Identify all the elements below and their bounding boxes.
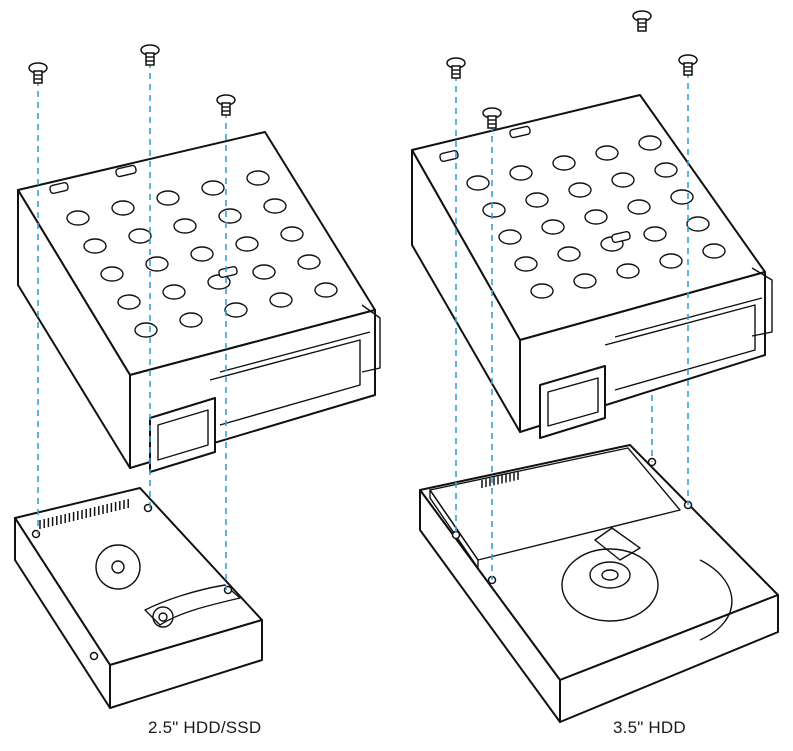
vent-hole: [654, 162, 678, 178]
connector-pins-left: [39, 499, 129, 529]
drive-tray-left: [17, 131, 381, 473]
drive-tray-right: [411, 94, 773, 439]
vent-hole: [162, 284, 186, 300]
drive-3-5-inch: [419, 444, 779, 723]
vent-hole: [252, 264, 276, 280]
vent-hole: [156, 190, 180, 206]
vent-hole: [173, 218, 197, 234]
vent-hole: [246, 170, 270, 186]
screw-icon: [678, 54, 698, 76]
vent-hole: [627, 199, 651, 215]
vent-hole: [557, 246, 581, 262]
vent-hole: [190, 246, 214, 262]
vent-hole: [66, 210, 90, 226]
vent-hole: [686, 216, 710, 232]
vent-hole: [541, 219, 565, 235]
vent-hole: [552, 155, 576, 171]
left-assembly: [14, 44, 381, 709]
caption-3-5-inch: 3.5" HDD: [613, 718, 686, 737]
vent-hole: [659, 253, 683, 269]
vent-hole: [616, 263, 640, 279]
vent-hole: [218, 208, 242, 224]
vent-hole: [128, 228, 152, 244]
vent-hole: [145, 256, 169, 272]
vent-hole: [466, 175, 490, 191]
vent-hole: [498, 229, 522, 245]
vent-hole: [201, 180, 225, 196]
vent-hole: [117, 294, 141, 310]
vent-hole: [111, 200, 135, 216]
vent-hole: [83, 238, 107, 254]
vent-hole: [643, 226, 667, 242]
vent-hole: [134, 322, 158, 338]
vent-hole: [584, 209, 608, 225]
right-assembly: [411, 10, 779, 723]
vent-hole: [297, 254, 321, 270]
vent-hole: [530, 283, 554, 299]
vent-hole: [224, 302, 248, 318]
vent-hole: [670, 189, 694, 205]
screw-icon: [632, 10, 652, 32]
vent-hole: [314, 282, 338, 298]
vent-hole: [482, 202, 506, 218]
vent-hole: [179, 312, 203, 328]
vent-hole: [525, 192, 549, 208]
drive-2-5-inch: [14, 487, 263, 709]
vent-hole: [514, 256, 538, 272]
screw-icon: [140, 44, 160, 66]
vent-hole: [702, 243, 726, 259]
vent-hole: [509, 165, 533, 181]
screw-icon: [216, 94, 236, 116]
vent-hole: [568, 182, 592, 198]
vent-hole: [573, 273, 597, 289]
tray-holes-left: [66, 170, 338, 338]
vent-hole: [611, 172, 635, 188]
screw-icon: [446, 57, 466, 79]
vent-hole: [280, 226, 304, 242]
vent-hole: [595, 145, 619, 161]
vent-hole: [100, 266, 124, 282]
caption-2-5-inch: 2.5" HDD/SSD: [148, 718, 262, 737]
vent-hole: [638, 135, 662, 151]
screw-icon: [482, 107, 502, 129]
vent-hole: [263, 198, 287, 214]
screw-icon: [28, 62, 48, 84]
vent-hole: [269, 292, 293, 308]
tray-holes-right: [466, 135, 726, 299]
connector-pins-right: [481, 471, 519, 488]
vent-hole: [235, 236, 259, 252]
